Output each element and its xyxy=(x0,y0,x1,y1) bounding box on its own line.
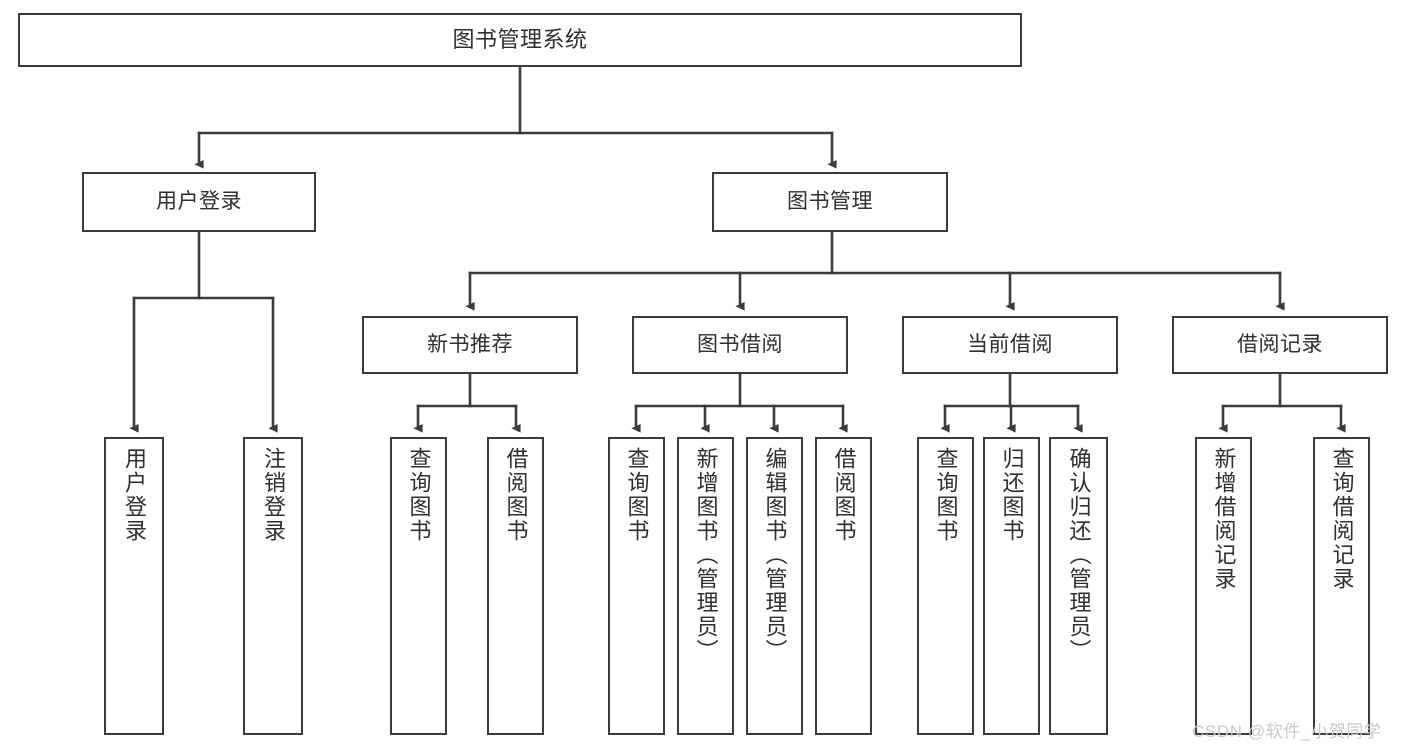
node-borrow-record[interactable]: 借阅记录 xyxy=(1172,316,1388,374)
leaf-current-confirm-return-admin[interactable]: 确认归还（管理员） xyxy=(1049,437,1108,735)
node-label: 查询图书 xyxy=(624,447,650,543)
node-label: 当前借阅 xyxy=(967,333,1053,357)
node-label: 查询借阅记录 xyxy=(1329,447,1355,591)
node-label: 借阅图书 xyxy=(503,447,529,543)
node-label: 用户登录 xyxy=(156,190,242,214)
leaf-current-return-book[interactable]: 归还图书 xyxy=(983,437,1040,735)
node-label: 新增借阅记录 xyxy=(1211,447,1237,591)
node-label: 确认归还（管理员） xyxy=(1066,447,1092,663)
node-current-borrow[interactable]: 当前借阅 xyxy=(902,316,1118,374)
leaf-recommend-borrow-book[interactable]: 借阅图书 xyxy=(487,437,544,735)
node-label: 归还图书 xyxy=(999,447,1025,543)
leaf-user-login[interactable]: 用户登录 xyxy=(104,437,164,735)
leaf-borrow-query-book[interactable]: 查询图书 xyxy=(608,437,665,735)
node-root-system[interactable]: 图书管理系统 xyxy=(18,13,1022,67)
node-label: 查询图书 xyxy=(406,447,432,543)
node-label: 用户登录 xyxy=(121,447,147,543)
leaf-recommend-query-book[interactable]: 查询图书 xyxy=(390,437,447,735)
node-label: 新书推荐 xyxy=(427,333,513,357)
watermark-text: CSDN @软件_小贺同学 xyxy=(1192,722,1382,741)
node-label: 借阅图书 xyxy=(831,447,857,543)
node-label: 图书借阅 xyxy=(697,333,783,357)
node-new-book-recommend[interactable]: 新书推荐 xyxy=(362,316,578,374)
leaf-record-query-borrow-record[interactable]: 查询借阅记录 xyxy=(1313,437,1370,735)
leaf-borrow-borrow-book[interactable]: 借阅图书 xyxy=(815,437,872,735)
leaf-current-query-book[interactable]: 查询图书 xyxy=(917,437,974,735)
node-label: 图书管理 xyxy=(787,190,873,214)
leaf-user-logout[interactable]: 注销登录 xyxy=(243,437,303,735)
leaf-record-add-borrow-record[interactable]: 新增借阅记录 xyxy=(1195,437,1252,735)
node-label: 编辑图书（管理员） xyxy=(762,447,788,663)
node-label: 新增图书（管理员） xyxy=(693,447,719,663)
leaf-borrow-add-book-admin[interactable]: 新增图书（管理员） xyxy=(677,437,734,735)
node-user-login[interactable]: 用户登录 xyxy=(82,172,316,232)
node-label: 图书管理系统 xyxy=(452,26,588,52)
node-book-borrow[interactable]: 图书借阅 xyxy=(632,316,848,374)
node-label: 借阅记录 xyxy=(1237,333,1323,357)
node-label: 查询图书 xyxy=(933,447,959,543)
node-book-management[interactable]: 图书管理 xyxy=(712,172,948,232)
node-label: 注销登录 xyxy=(260,447,286,543)
leaf-borrow-edit-book-admin[interactable]: 编辑图书（管理员） xyxy=(746,437,803,735)
